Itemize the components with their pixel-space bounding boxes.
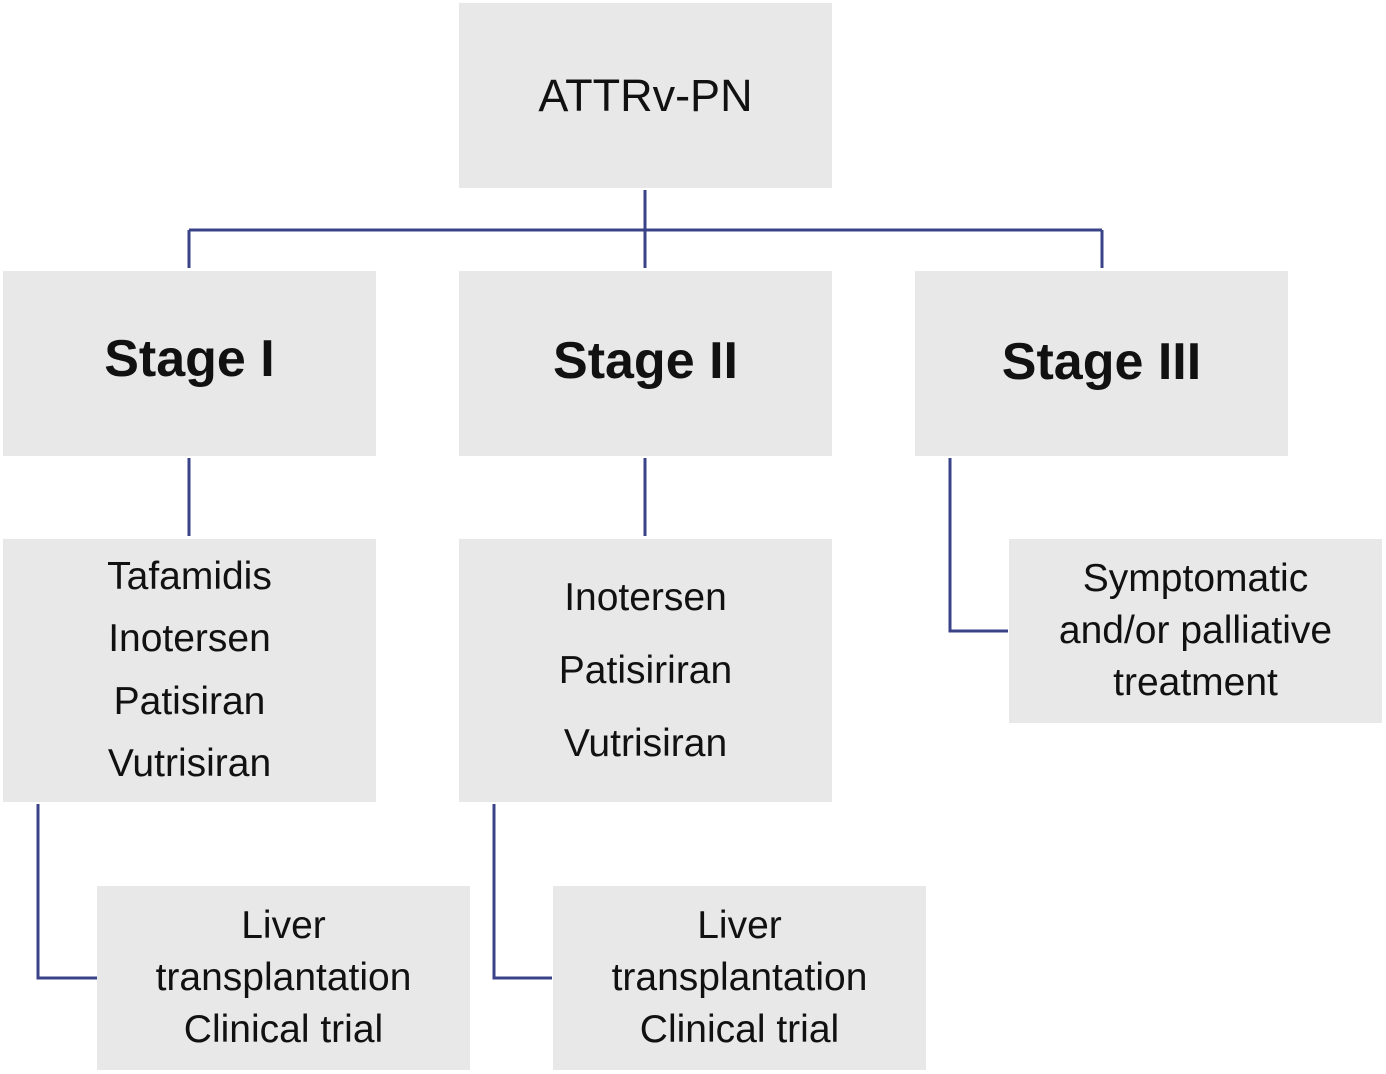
treatment-item: Symptomatic	[1082, 557, 1309, 601]
alternative-item: Liver	[697, 904, 782, 948]
stage-1-alternative-box: Liver transplantation Clinical trial	[97, 886, 470, 1070]
stage-3-label: Stage III	[1001, 332, 1202, 391]
stage-2-treatment-box: Inotersen Patisiriran Vutrisiran	[459, 539, 832, 802]
treatment-item: Tafamidis	[107, 554, 272, 598]
stage-1-alternative-line	[36, 804, 97, 980]
stage-3-box: Stage III	[915, 271, 1288, 456]
stage-2-alternative-box: Liver transplantation Clinical trial	[553, 886, 926, 1070]
stage-2-alternative-line	[492, 804, 552, 980]
stage-2-box: Stage II	[459, 271, 832, 456]
stage-1-label: Stage I	[104, 329, 275, 388]
root-label: ATTRv-PN	[538, 70, 753, 121]
root-box: ATTRv-PN	[459, 3, 832, 188]
treatment-item: Vutrisiran	[563, 722, 728, 766]
treatment-item: Patisiran	[113, 679, 266, 723]
stage-1-treatment-box: Tafamidis Inotersen Patisiran Vutrisiran	[3, 539, 376, 802]
treatment-item: Inotersen	[564, 575, 727, 619]
treatment-item: Vutrisiran	[107, 741, 272, 785]
treatment-item: and/or palliative	[1058, 609, 1333, 653]
alternative-item: Liver	[241, 904, 326, 948]
treatment-item: Patisiriran	[558, 648, 733, 692]
stage-1-box: Stage I	[3, 271, 376, 456]
stage-3-treatment-box: Symptomatic and/or palliative treatment	[1009, 539, 1382, 723]
stage-3-treatment-line	[948, 458, 1008, 633]
alternative-item: transplantation	[155, 956, 412, 1000]
alternative-item: Clinical trial	[639, 1007, 840, 1051]
treatment-item: treatment	[1113, 660, 1278, 704]
treatment-item: Inotersen	[108, 617, 271, 661]
stage-2-label: Stage II	[553, 331, 738, 390]
alternative-item: Clinical trial	[183, 1007, 384, 1051]
alternative-item: transplantation	[611, 956, 868, 1000]
